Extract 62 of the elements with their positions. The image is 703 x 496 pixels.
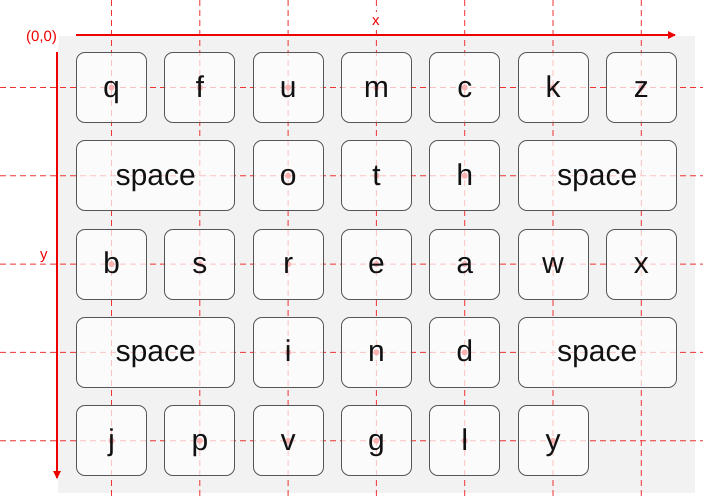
key-label: a [456, 249, 474, 280]
key-label: r [283, 249, 294, 280]
key-label: space [116, 337, 196, 368]
key-label: j [108, 426, 115, 456]
key [76, 52, 147, 123]
key-label: f [196, 72, 204, 102]
key [76, 405, 147, 476]
key [164, 228, 236, 300]
key [252, 52, 324, 123]
key [606, 52, 677, 123]
key-label: n [368, 337, 385, 368]
key-label: p [191, 426, 208, 456]
key [252, 405, 324, 476]
key [164, 405, 236, 476]
key [340, 140, 412, 212]
key-label: q [103, 72, 120, 102]
key [76, 228, 147, 300]
key [518, 228, 588, 300]
key-label: k [546, 72, 560, 102]
key-label: y [546, 426, 560, 456]
key-label: u [280, 72, 296, 102]
key [429, 52, 500, 123]
key [429, 228, 500, 300]
key [252, 228, 324, 300]
key [340, 228, 412, 300]
key-label: e [368, 249, 385, 280]
key [252, 140, 324, 212]
key [76, 140, 236, 212]
key [340, 405, 412, 476]
key-label: h [456, 160, 474, 191]
key-label: l [461, 426, 468, 456]
key-label: space [557, 337, 638, 368]
axis-label: x [370, 12, 382, 29]
key [340, 316, 412, 388]
key [518, 316, 677, 388]
key [252, 316, 324, 388]
key-label: space [116, 160, 196, 191]
key-label: t [372, 160, 381, 191]
key-label: g [368, 426, 385, 456]
key-label: i [284, 337, 292, 368]
key [606, 228, 677, 300]
key-label: b [103, 249, 120, 280]
key-label: z [634, 72, 649, 102]
key-label: space [557, 160, 638, 191]
axis-label: (0,0) [24, 28, 59, 45]
key-label: s [192, 249, 208, 280]
key-label: o [280, 160, 296, 191]
key-label: v [280, 426, 296, 456]
key-label: d [456, 337, 474, 368]
key-label: c [457, 72, 472, 102]
key [340, 52, 412, 123]
key-label: x [634, 249, 649, 280]
key [518, 140, 677, 212]
key [518, 405, 588, 476]
key [76, 316, 236, 388]
key-label: w [542, 249, 564, 280]
key [518, 52, 588, 123]
key [429, 140, 500, 212]
key [429, 316, 500, 388]
key [164, 52, 236, 123]
key-label: m [364, 72, 389, 102]
key [429, 405, 500, 476]
